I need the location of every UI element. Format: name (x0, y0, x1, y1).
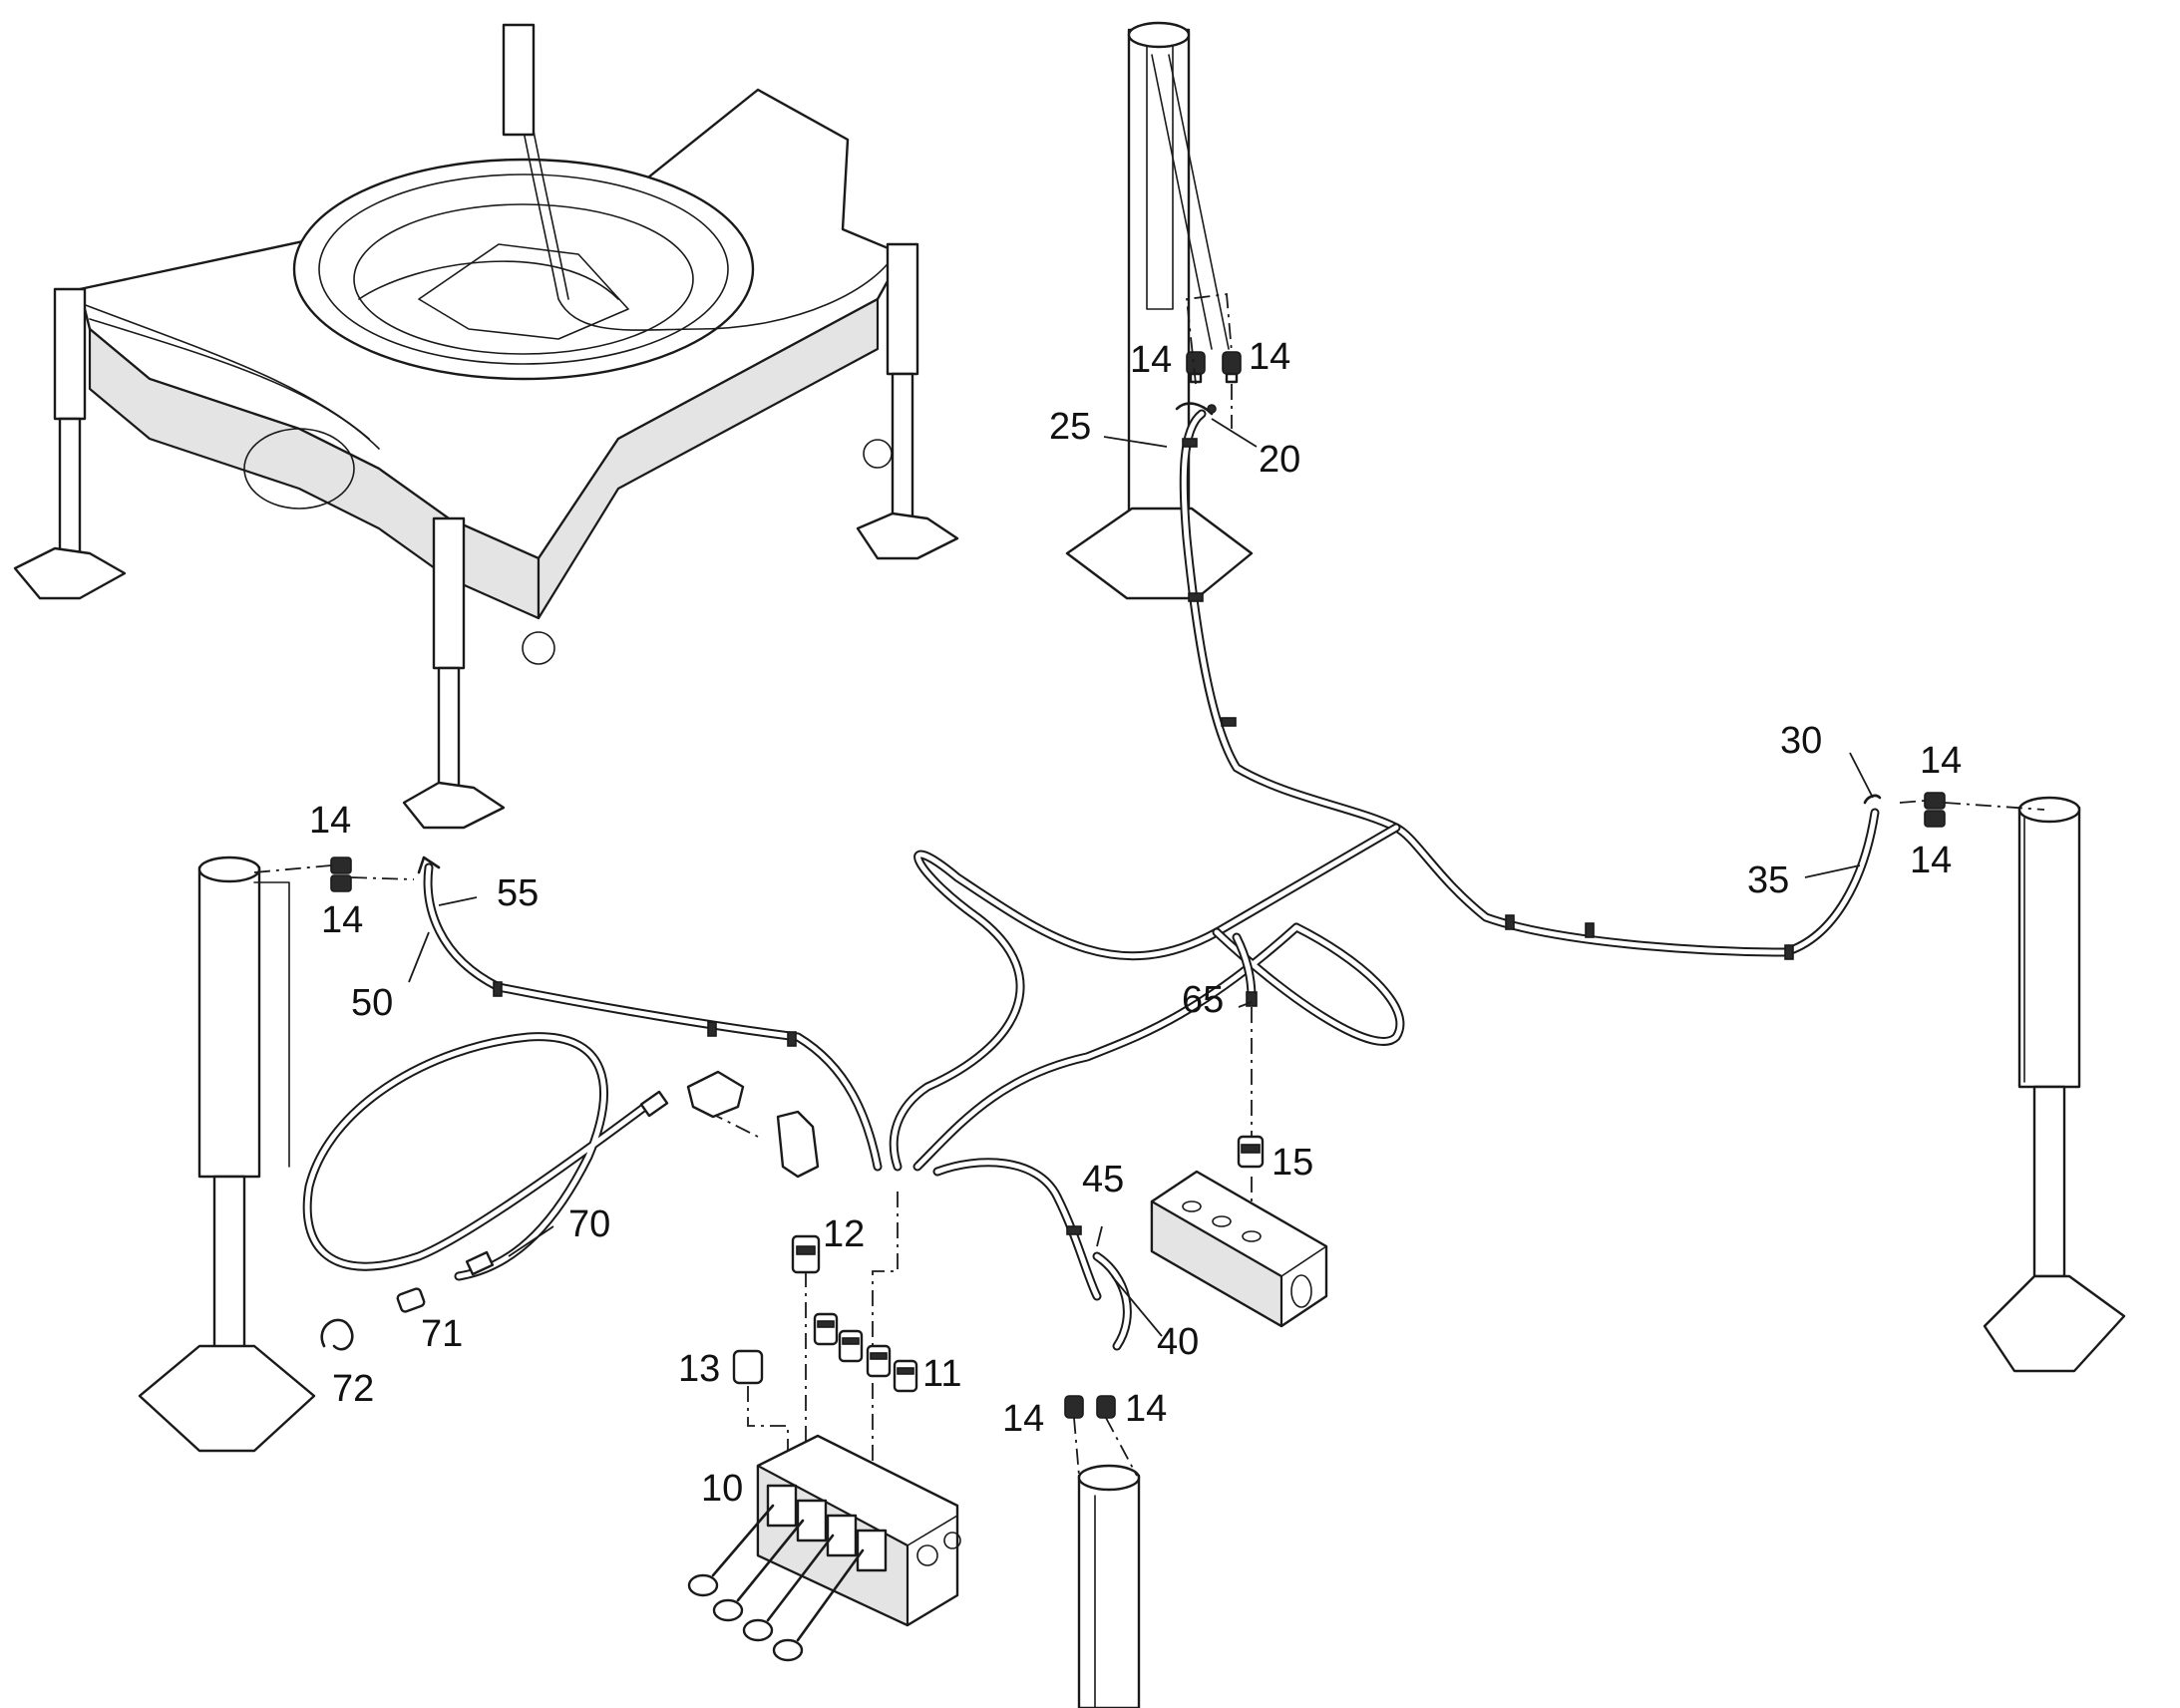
callout-14: 14 (1920, 740, 1962, 782)
callout-15: 15 (1272, 1142, 1313, 1184)
callout-labels: 14 14 25 20 30 14 14 35 14 14 55 50 65 1… (309, 336, 1962, 1510)
fitting-14-bottom-right (1096, 1395, 1116, 1419)
outrigger-cylinder-right (1983, 796, 2126, 1373)
callout-25: 25 (1049, 406, 1091, 448)
callout-14: 14 (1002, 1398, 1044, 1440)
adapter-12 (791, 1234, 821, 1274)
callout-14: 14 (1125, 1388, 1167, 1430)
fitting-14-right-top (1924, 792, 1946, 810)
callout-72: 72 (332, 1368, 374, 1410)
fitting-14-bottom-left (1064, 1395, 1084, 1419)
callout-70: 70 (568, 1203, 610, 1245)
callout-55: 55 (497, 872, 539, 914)
control-valve-10 (687, 1434, 961, 1662)
callout-20: 20 (1259, 439, 1300, 481)
callout-35: 35 (1747, 859, 1789, 901)
callout-12: 12 (823, 1213, 865, 1255)
loose-hose-70 (302, 1032, 820, 1351)
callout-14: 14 (1910, 840, 1952, 881)
callout-71: 71 (421, 1313, 463, 1355)
hose-ends (417, 402, 1882, 874)
callout-45: 45 (1082, 1159, 1124, 1200)
chassis-frame-assembly (13, 23, 959, 830)
callout-14: 14 (321, 899, 363, 941)
valve-block-15 (1150, 991, 1328, 1328)
outrigger-cylinder-left (138, 855, 316, 1453)
adapters (732, 1234, 918, 1393)
callout-50: 50 (351, 982, 393, 1024)
hose-harness (423, 409, 1880, 1351)
fitting-14-left-bottom (330, 874, 352, 892)
callout-40: 40 (1157, 1321, 1199, 1363)
adapter-13 (732, 1349, 764, 1385)
callout-14: 14 (1249, 336, 1290, 378)
outrigger-cylinder-bottom (1077, 1464, 1141, 1708)
fitting-14-right-bottom (1924, 810, 1946, 828)
outrigger-cylinder-top (1065, 21, 1254, 600)
fitting-14-left-top (330, 856, 352, 874)
callout-14: 14 (1130, 339, 1172, 381)
callout-65: 65 (1182, 979, 1224, 1021)
adapter-11-group (813, 1312, 918, 1393)
leader-lines (408, 418, 1874, 1337)
callout-30: 30 (1780, 720, 1822, 762)
callout-13: 13 (678, 1348, 720, 1390)
callout-14: 14 (309, 800, 351, 842)
callout-10: 10 (701, 1468, 743, 1510)
callout-11: 11 (922, 1353, 961, 1395)
fitting-14-top-right (1222, 351, 1242, 384)
